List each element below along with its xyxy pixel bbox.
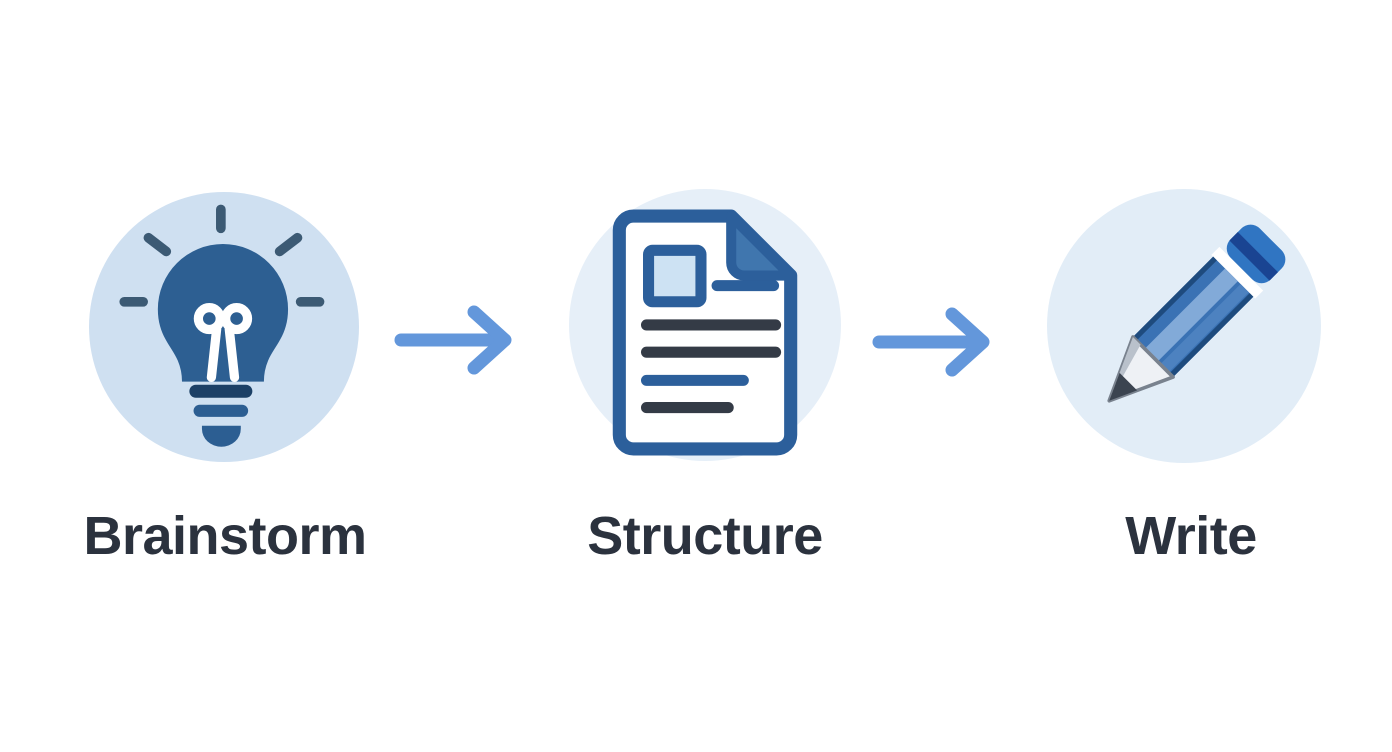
arrow-right-icon <box>872 307 990 377</box>
lightbulb-base-tip <box>201 425 241 447</box>
step-circle-write <box>1047 189 1321 463</box>
step-label-brainstorm: Brainstorm <box>83 506 367 566</box>
document-text-lines <box>640 280 782 414</box>
pencil-icon <box>1107 224 1286 403</box>
step-circle-structure <box>569 189 841 461</box>
lightbulb-rays <box>119 204 325 307</box>
pencil-body <box>1132 256 1254 378</box>
document-icon <box>612 209 798 456</box>
document-fold-corner <box>726 211 796 281</box>
lightbulb-base-bar-1 <box>189 384 253 398</box>
arrow-right-icon <box>394 305 512 375</box>
lightbulb-base-bar-2 <box>193 404 249 417</box>
step-label-write: Write <box>1125 506 1257 566</box>
step-circle-brainstorm <box>89 192 359 462</box>
pencil-eraser-band <box>1229 232 1278 281</box>
lightbulb-icon <box>119 204 325 447</box>
document-image-placeholder <box>643 244 707 308</box>
pencil-lead <box>1109 372 1138 401</box>
pencil-ferrule <box>1211 246 1264 299</box>
lightbulb-filament <box>193 303 253 383</box>
step-label-structure: Structure <box>587 506 823 566</box>
